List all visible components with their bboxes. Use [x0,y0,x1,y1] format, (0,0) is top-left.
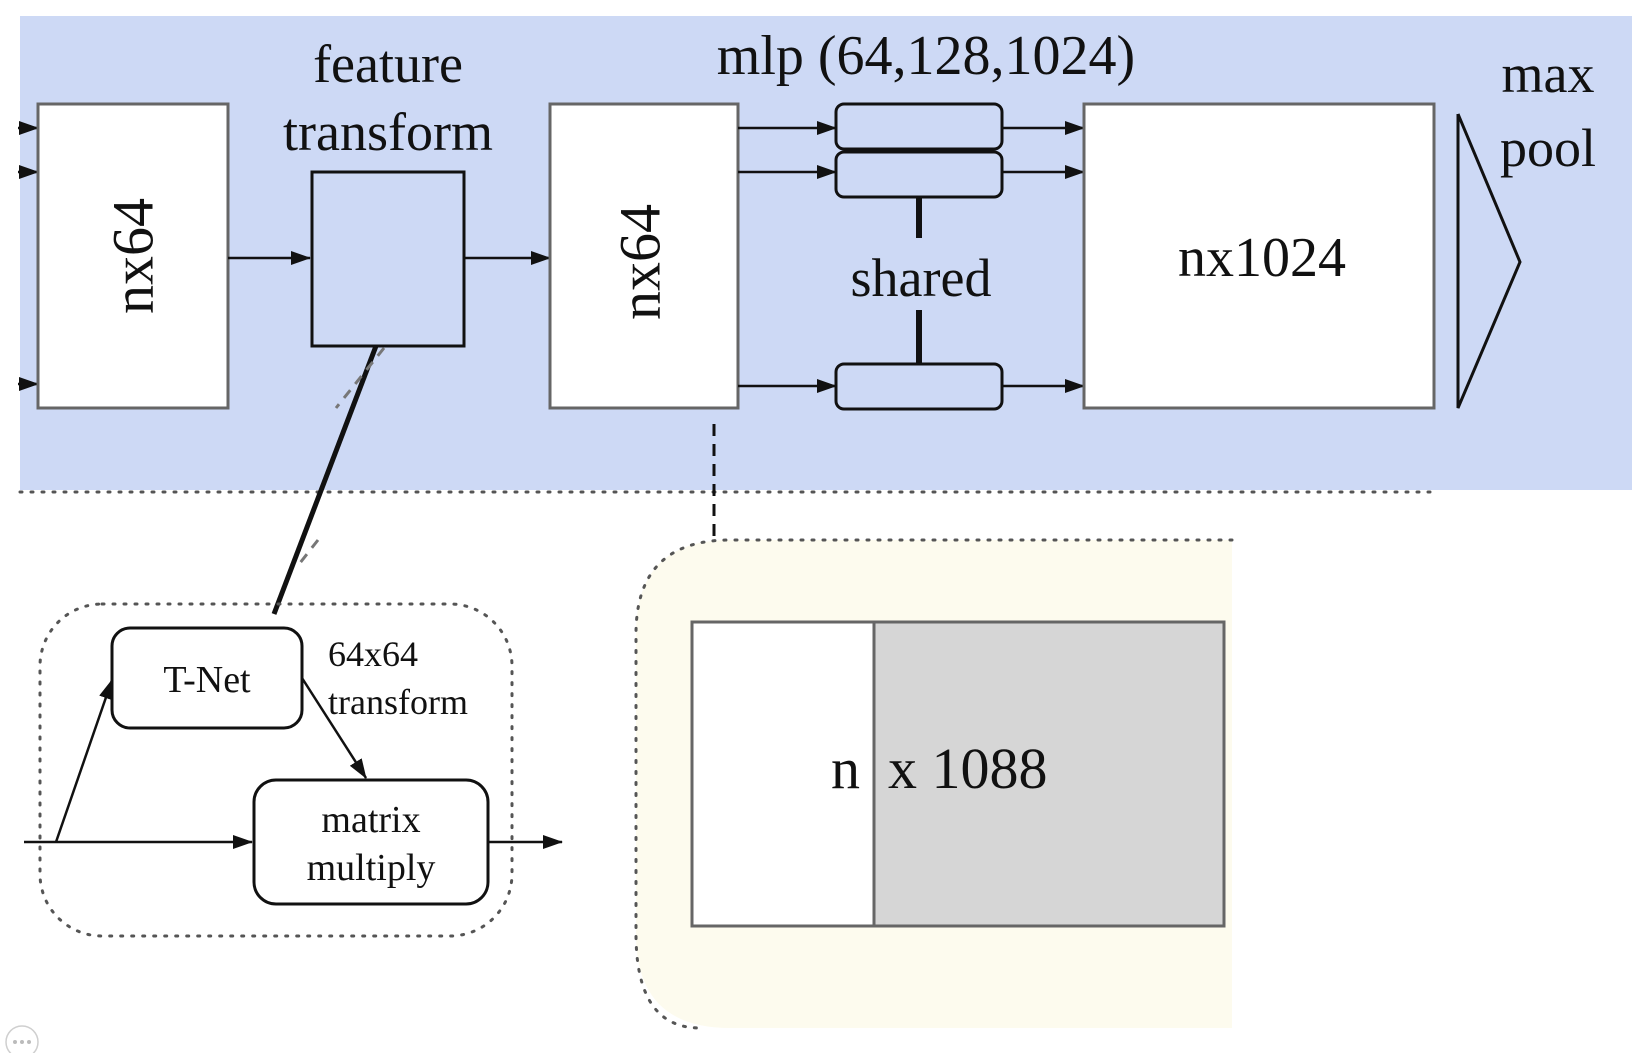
tnet-panel: T-Net 64x64 transform matrix multiply [24,602,563,938]
feature-transform-box [310,170,466,348]
concat-dim-label: x 1088 [888,736,1048,801]
max-pool-label-line1: max [1502,44,1595,104]
block-nx64-second-label: nx64 [608,204,673,320]
feature-transform-zoom-dash-1 [334,347,386,409]
tnet-branch-line [54,679,114,843]
block-nx64-first-label: nx64 [101,198,166,314]
matrix-multiply-label-line2: multiply [307,847,436,889]
feature-transform-label-line2: transform [283,102,493,162]
concat-local-feature-segment [690,620,876,928]
tnet-transform-label-line1: 64x64 [328,634,418,674]
mlp-unit-3 [834,362,1004,411]
feature-transform-zoom-line [271,345,379,615]
shared-label: shared [851,248,992,308]
matrix-multiply-label-line1: matrix [321,799,420,841]
mlp-unit-2 [834,150,1004,199]
more-dots-icon[interactable] [5,1025,39,1053]
concat-panel: n x 1088 [634,538,1234,1030]
top-panel: nx64 feature transform nx64 mlp (64,128,… [18,16,1632,494]
feature-transform-label-line1: feature [313,34,463,94]
concat-n-label: n [831,736,860,801]
tnet-transform-label-line2: transform [328,682,468,722]
tnet-to-matrix-arrow [300,677,368,779]
block-nx64-first [36,102,230,410]
block-nx1024-label: nx1024 [1178,227,1346,289]
concat-global-feature-segment [872,620,1226,928]
max-pool-label-line2: pool [1500,118,1596,178]
concat-panel-dotted-border [634,538,1234,1030]
block-nx64-second [548,102,740,410]
max-pool-triangle [1456,113,1522,409]
tnet-label: T-Net [163,659,251,701]
tnet-panel-dotted-border [38,602,514,938]
mlp-label: mlp (64,128,1024) [717,25,1135,87]
block-nx1024 [1082,102,1436,410]
mlp-unit-1 [834,102,1004,151]
feature-transform-zoom-dash-2 [294,539,320,569]
